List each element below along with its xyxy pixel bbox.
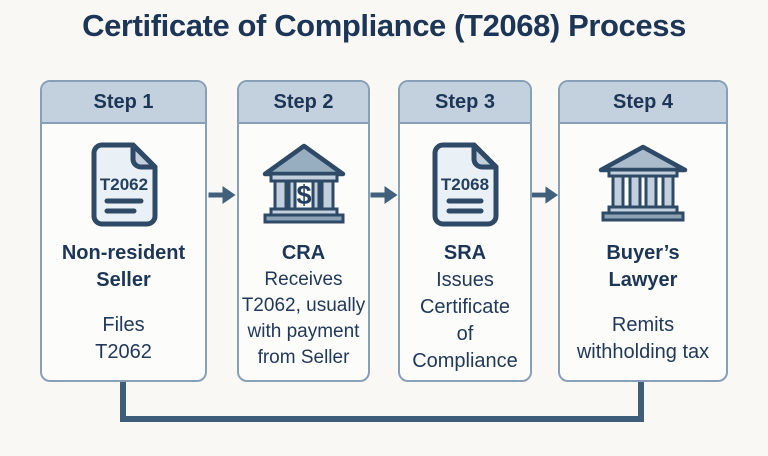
text-line: Remits xyxy=(611,314,675,336)
dollar-sign: $ xyxy=(296,180,311,210)
text-line: withholding tax xyxy=(576,341,710,363)
right-arrow-icon xyxy=(370,186,398,204)
text-line: T2062 xyxy=(95,341,152,363)
step-3-content: T2068 SRA Issues Certificate of Complian… xyxy=(400,124,530,380)
text-line: Issues xyxy=(436,269,494,291)
document-label: T2062 xyxy=(99,175,147,194)
text-line: Seller xyxy=(96,269,151,291)
text-line: T2062, usually xyxy=(241,295,366,316)
arrow-1-2 xyxy=(207,80,237,382)
bank-dollar-icon: $ xyxy=(260,136,348,232)
text-line: of xyxy=(456,323,474,345)
text-line: Receives xyxy=(264,269,343,290)
text-line: Files xyxy=(102,314,145,336)
step-2-description: Receives T2062, usually with payment fro… xyxy=(242,267,366,371)
step-4-title: Buyer’s Lawyer xyxy=(606,240,679,294)
step-1-header: Step 1 xyxy=(42,82,205,124)
right-arrow-icon xyxy=(208,186,236,204)
bank-dollar-icon: $ xyxy=(262,143,345,224)
step-3-description: Issues Certificate of Compliance xyxy=(412,267,518,375)
text-line: Lawyer xyxy=(608,269,678,291)
step-1-description: Files T2062 xyxy=(95,312,152,366)
bank-icon xyxy=(597,136,689,232)
document-t2068-icon: T2068 xyxy=(428,136,502,232)
step-2-card: Step 2 $ xyxy=(237,80,370,382)
right-arrow-icon xyxy=(532,186,558,204)
step-4-card: Step 4 Buyer’s xyxy=(558,80,728,382)
step-2-header: Step 2 xyxy=(239,82,368,124)
step-4-description: Remits withholding tax xyxy=(577,312,709,366)
step-4-header: Step 4 xyxy=(560,82,726,124)
text-line: with payment xyxy=(247,321,360,342)
text-line: Compliance xyxy=(412,350,518,372)
step-2-content: $ CRA Receives T2062, usually with payme… xyxy=(239,124,368,380)
step-2-header-label: Step 2 xyxy=(273,90,334,113)
step-4-content: Buyer’s Lawyer Remits withholding tax xyxy=(560,124,726,380)
bank-icon xyxy=(598,144,688,222)
document-label: T2068 xyxy=(441,175,489,194)
flow-connector-step4-to-step1 xyxy=(120,382,644,422)
document-icon: T2062 xyxy=(91,142,157,227)
step-3-header-label: Step 3 xyxy=(434,90,496,113)
arrow-3-4 xyxy=(532,80,558,382)
text-line: SRA xyxy=(443,242,487,264)
text-line: from Seller xyxy=(257,347,350,368)
step-1-title: Non-resident Seller xyxy=(62,240,185,294)
page-title: Certificate of Compliance (T2068) Proces… xyxy=(82,8,686,43)
step-4-header-label: Step 4 xyxy=(612,90,674,113)
step-2-title: CRA xyxy=(282,240,325,267)
text-line: Buyer’s xyxy=(606,242,680,264)
steps-row: Step 1 T2062 Non-resident Seller xyxy=(40,80,728,382)
step-1-header-label: Step 1 xyxy=(93,90,154,113)
text-line: Non-resident xyxy=(61,242,186,264)
step-1-card: Step 1 T2062 Non-resident Seller xyxy=(40,80,207,382)
step-1-content: T2062 Non-resident Seller Files T2062 xyxy=(42,124,205,380)
document-t2062-icon: T2062 xyxy=(87,136,161,232)
arrow-2-3 xyxy=(370,80,398,382)
text-line: Certificate xyxy=(419,296,510,318)
document-icon: T2068 xyxy=(432,142,499,227)
step-3-card: Step 3 T2068 SRA Issues C xyxy=(398,80,532,382)
text-line: CRA xyxy=(281,242,326,264)
step-3-header: Step 3 xyxy=(400,82,530,124)
step-3-title: SRA xyxy=(444,240,486,267)
